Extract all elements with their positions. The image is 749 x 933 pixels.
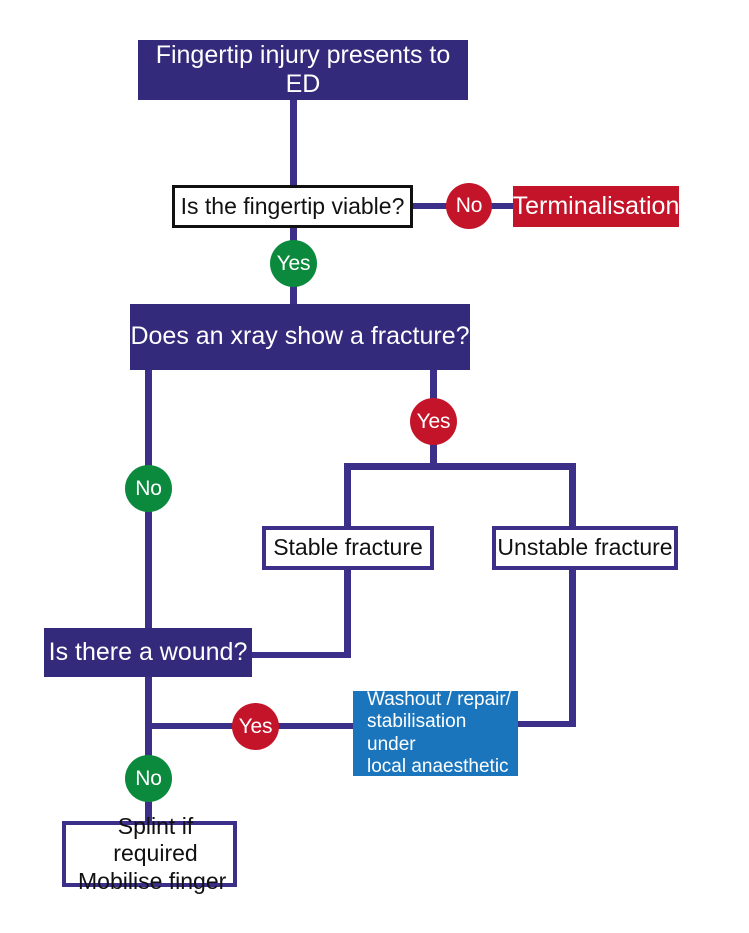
badge-xray-yes-label: Yes: [416, 409, 451, 433]
node-viable-question[interactable]: Is the fingertip viable?: [172, 185, 413, 228]
node-unstable-fracture-label: Unstable fracture: [497, 534, 673, 561]
edge-unstable-down: [569, 570, 576, 727]
badge-wound-no: No: [125, 755, 172, 802]
node-xray-question-label: Does an xray show a fracture?: [130, 322, 470, 351]
badge-xray-yes: Yes: [410, 398, 457, 445]
edge-fracture-split-bar: [344, 463, 576, 470]
node-washout[interactable]: Washout / repair/ stabilisation under lo…: [353, 688, 518, 777]
node-viable-question-label: Is the fingertip viable?: [180, 192, 405, 219]
badge-wound-yes: Yes: [232, 703, 279, 750]
node-washout-line-3: local anaesthetic: [367, 755, 509, 777]
badge-xray-no-label: No: [135, 476, 162, 500]
node-splint-line-2: Mobilise finger: [78, 867, 227, 894]
node-stable-fracture[interactable]: Stable fracture: [262, 526, 434, 570]
node-wound-question-label: Is there a wound?: [48, 637, 248, 666]
node-washout-line-1: Washout / repair/: [367, 688, 511, 710]
node-start[interactable]: Fingertip injury presents to ED: [138, 40, 468, 100]
node-splint[interactable]: Splint if required Mobilise finger: [62, 813, 237, 894]
badge-viable-yes: Yes: [270, 240, 317, 287]
badge-viable-no-label: No: [455, 194, 483, 217]
node-washout-line-2: stabilisation under: [367, 711, 467, 755]
node-splint-line-1: Splint if required: [113, 813, 198, 867]
badge-viable-no: No: [446, 183, 492, 229]
edge-stable-down: [344, 570, 351, 658]
edge-split-to-unstable: [569, 463, 576, 526]
edge-wound-stem: [145, 677, 152, 729]
badge-wound-no-label: No: [135, 766, 162, 790]
edge-stable-to-wound: [250, 652, 351, 658]
node-unstable-fracture[interactable]: Unstable fracture: [492, 526, 678, 570]
node-xray-question[interactable]: Does an xray show a fracture?: [130, 304, 470, 370]
node-start-label: Fingertip injury presents to ED: [155, 40, 451, 99]
badge-xray-no: No: [125, 465, 172, 512]
node-wound-question[interactable]: Is there a wound?: [44, 628, 252, 677]
edge-split-to-stable: [344, 463, 351, 526]
badge-wound-yes-label: Yes: [238, 714, 273, 738]
node-terminalisation[interactable]: Terminalisation: [513, 186, 679, 227]
edge-start-to-viable: [290, 100, 297, 191]
edge-unstable-to-washout: [518, 721, 576, 727]
badge-viable-yes-label: Yes: [276, 251, 311, 275]
node-terminalisation-label: Terminalisation: [512, 191, 680, 220]
node-stable-fracture-label: Stable fracture: [273, 534, 423, 561]
